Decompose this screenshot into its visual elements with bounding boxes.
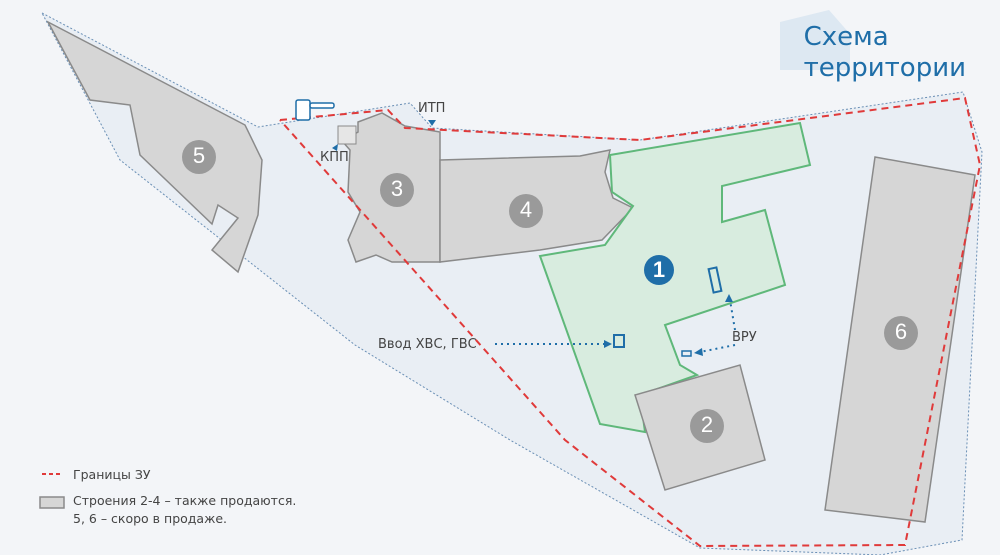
building-5[interactable] — [46, 20, 263, 274]
land-boundary — [279, 96, 982, 548]
vru-point-marker — [681, 350, 692, 357]
building-1[interactable] — [538, 121, 812, 434]
water-input-label: Ввод ХВС, ГВС — [378, 337, 477, 352]
building-1-label: 1 — [652, 257, 666, 282]
itp-arrow-icon — [428, 120, 436, 126]
itp-label: ИТП — [418, 101, 446, 116]
building-4-label: 4 — [519, 197, 533, 222]
water-input-marker — [613, 334, 625, 348]
title-line-2: территории — [803, 53, 966, 83]
vru-up-arrow-icon — [725, 294, 733, 302]
legend-building-swatch — [39, 496, 65, 509]
legend-boundary-text: Границы ЗУ — [73, 467, 151, 482]
legend-buildings-text-2: 5, 6 – скоро в продаже. — [73, 511, 227, 526]
legend-buildings-text-1: Строения 2-4 – также продаются. — [73, 493, 297, 508]
kpp-arrow-icon — [332, 144, 338, 151]
page-title: Схема территории — [804, 22, 966, 84]
water-arrow-icon — [604, 340, 612, 348]
building-6-label: 6 — [894, 319, 908, 344]
kpp-building — [337, 125, 357, 145]
vru-arrow-icon — [694, 348, 703, 356]
building-2-label: 2 — [700, 412, 714, 437]
title-line-1: Схема — [803, 22, 889, 52]
kpp-label: КПП — [320, 150, 349, 165]
vru-marker — [707, 266, 723, 294]
vru-pointer-up — [729, 299, 736, 331]
building-5-label: 5 — [192, 143, 206, 168]
building-3-label: 3 — [390, 176, 404, 201]
vru-label: ВРУ — [732, 330, 757, 345]
gate-icon — [295, 99, 335, 121]
